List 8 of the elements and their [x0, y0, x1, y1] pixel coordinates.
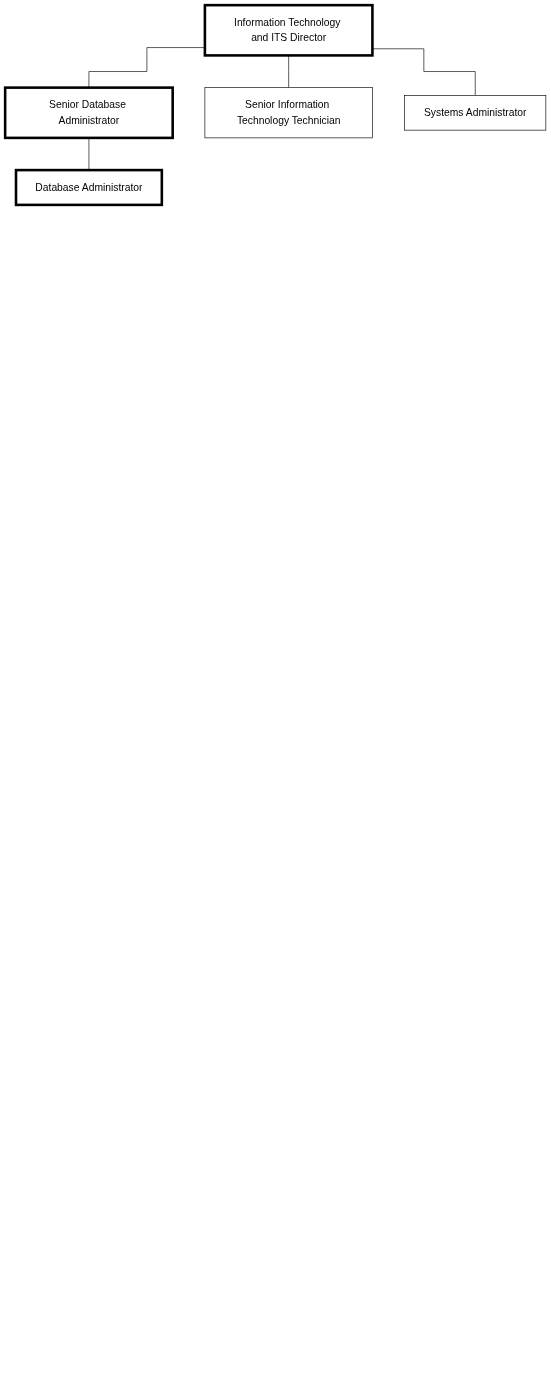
node-box: Senior Database Administrator	[3, 86, 174, 140]
connector	[372, 48, 476, 96]
node-box: Information Technology and ITS Director	[203, 3, 374, 57]
node-box: Senior Information Technology Technician	[204, 87, 373, 139]
node-box: Database Administrator	[14, 168, 164, 207]
connector	[288, 55, 289, 88]
node-box: Systems Administrator	[404, 95, 547, 131]
connector	[88, 137, 90, 171]
